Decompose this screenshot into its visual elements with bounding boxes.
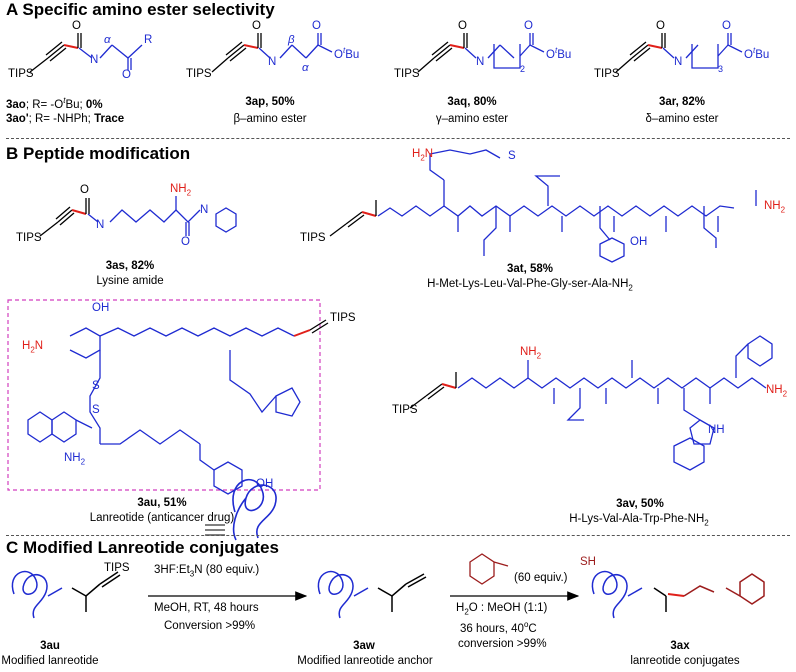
alpha-label-3ao: α (104, 34, 111, 46)
benzyl-mercaptan-structure (469, 553, 509, 585)
step2-time: 36 hours, 40oC (460, 620, 537, 635)
tips-label-3ar: TIPS (594, 68, 620, 80)
caption-3av-id: 3av, 50% (616, 498, 664, 510)
o-label-3as: O (80, 184, 89, 196)
o-label-3ar: O (656, 20, 665, 32)
structure-3av (409, 335, 773, 471)
lanreotide-highlight-box (7, 299, 321, 491)
caption-3av-desc: H-Lys-Val-Ala-Trp-Phe-NH2 (569, 513, 709, 528)
nh2-label-3as: NH2 (170, 183, 192, 198)
step1-reagent: 3HF:Et3N (80 equiv.) (154, 564, 260, 579)
n-label-3as: N (96, 219, 105, 231)
nh-label-3ap: N (268, 56, 277, 68)
tips-label-c-3au: TIPS (104, 562, 130, 574)
structure-3as (39, 196, 237, 237)
nh2-end-label-3av: NH2 (766, 384, 788, 399)
caption-3aq-desc: γ–amino ester (435, 113, 509, 125)
oh2-label-3au: OH (256, 478, 274, 490)
otbu-label-3ap: OtBu (334, 46, 360, 61)
sub2-label-3aq: 2 (520, 64, 526, 74)
h2n-label-3au: H2N (22, 340, 44, 355)
structure-3aw (317, 570, 427, 619)
structure-3ao (29, 33, 143, 73)
tips-label-3aq: TIPS (394, 68, 420, 80)
step2-reagent: (60 equiv.) (514, 572, 568, 584)
o2-label-3ar: O (722, 20, 731, 32)
caption-3aw-id: 3aw (353, 640, 375, 652)
tips-label-3ap: TIPS (186, 68, 212, 80)
o-label-3ap: O (252, 20, 261, 32)
step2-conversion: conversion >99% (458, 638, 547, 650)
section-b-title: B Peptide modification (6, 144, 191, 163)
s1-label-3au: S (92, 404, 100, 416)
caption-3ax-desc: lanreotide conjugates (630, 655, 740, 667)
caption-3ar-desc: δ–amino ester (645, 113, 719, 125)
alpha-label-3ap: α (302, 62, 309, 74)
nh-label-3aq: N (476, 56, 485, 68)
nh-label-3ao: N (90, 54, 99, 66)
o2-label-3ao: O (122, 69, 131, 81)
tips-label-3as: TIPS (16, 232, 42, 244)
caption-3au-id: 3au, 51% (137, 497, 187, 509)
o2-label-3ap: O (312, 20, 321, 32)
sh-label: SH (580, 556, 596, 568)
caption-3ao: 3ao; R= -OtBu; 0% (6, 96, 103, 111)
nh-label-3ar: N (674, 56, 683, 68)
structure-3aq (417, 33, 545, 73)
caption-3au-desc: Lanreotide (anticancer drug) (89, 512, 235, 524)
caption-3aw-desc: Modified lanreotide anchor (297, 655, 433, 667)
caption-3as-id: 3as, 82% (105, 260, 155, 272)
structure-c-3au (11, 570, 121, 619)
caption-3ar-id: 3ar, 82% (658, 96, 706, 108)
step1-conversion: Conversion >99% (164, 620, 256, 632)
caption-c-3au-id: 3au (40, 640, 60, 652)
r-label-3ao: R (144, 34, 153, 46)
nh-label-3as: N (200, 204, 209, 216)
oh-label-3au: OH (92, 302, 110, 314)
caption-3ap-desc: β–amino ester (233, 113, 307, 125)
caption-3aq-id: 3aq, 80% (447, 96, 497, 108)
otbu-label-3aq: OtBu (546, 46, 572, 61)
caption-3at-id: 3at, 58% (506, 263, 554, 275)
structure-3au (27, 319, 329, 495)
caption-3ao-prime: 3ao'; R= -NHPh; Trace (6, 113, 125, 125)
tips-label-3au: TIPS (330, 312, 356, 324)
caption-3at-desc: H-Met-Lys-Leu-Val-Phe-Gly-ser-Ala-NH2 (427, 278, 633, 293)
separator-bc (6, 535, 790, 536)
structure-3ap (211, 33, 333, 73)
h2n-label-3at: H2N (412, 148, 434, 163)
otbu-label-3ar: OtBu (744, 46, 770, 61)
caption-3ax-id: 3ax (670, 640, 690, 652)
tips-label-3ao: TIPS (8, 68, 34, 80)
o-label-3ao: O (72, 20, 81, 32)
beta-label-3ap: β (288, 34, 295, 46)
tips-label-3at: TIPS (300, 232, 326, 244)
caption-3as-desc: Lysine amide (96, 275, 164, 287)
oh-label-3at: OH (630, 236, 648, 248)
sub3-label-3ar: 3 (718, 64, 724, 74)
caption-3ap-id: 3ap, 50% (245, 96, 295, 108)
step2-solvent: H2O : MeOH (1:1) (456, 602, 548, 617)
structure-3ar (615, 33, 743, 73)
structure-3ax (591, 570, 765, 619)
o2-label-3as: O (181, 236, 190, 248)
s-label-3at: S (508, 150, 516, 162)
section-a-title: A Specific amino ester selectivity (6, 0, 275, 19)
step1-conditions: MeOH, RT, 48 hours (154, 602, 259, 614)
s2-label-3au: S (92, 380, 100, 392)
nh2-label-3at: NH2 (764, 200, 786, 215)
tips-label-3av: TIPS (392, 404, 418, 416)
nh2-label-3au: NH2 (64, 452, 86, 467)
lanreotide-knot-icon (232, 479, 277, 541)
section-c-title: C Modified Lanreotide conjugates (6, 538, 279, 557)
nh2-label-3av: NH2 (520, 346, 542, 361)
caption-c-3au-desc: Modified lanreotide (1, 655, 99, 667)
separator-ab (6, 138, 790, 139)
o2-label-3aq: O (524, 20, 533, 32)
nh-indole-label-3av: NH (708, 424, 725, 436)
structure-3at (329, 149, 757, 263)
o-label-3aq: O (458, 20, 467, 32)
